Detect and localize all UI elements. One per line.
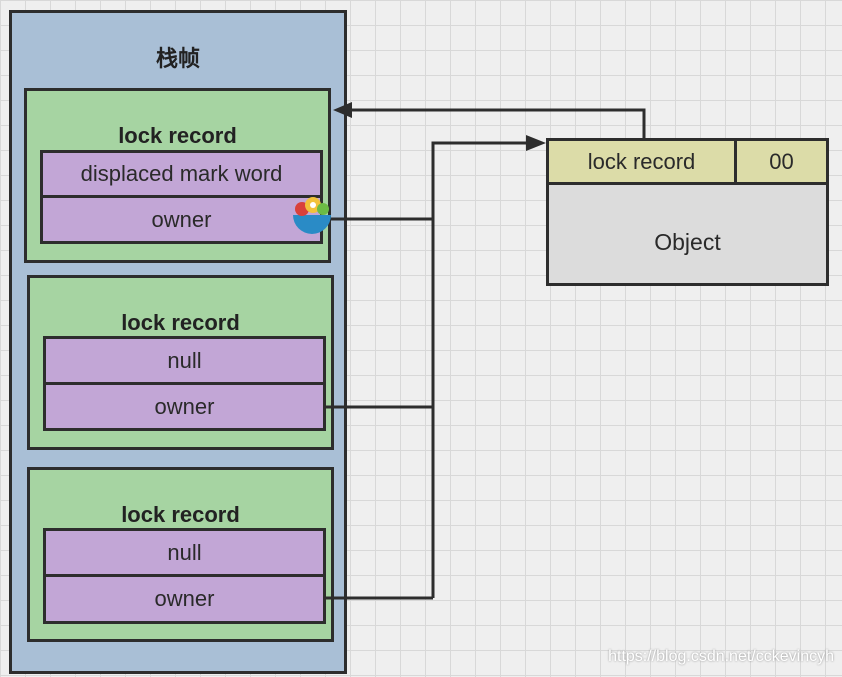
- lock-record-2-title: lock record: [121, 310, 240, 335]
- object-header-lock-record: lock record: [549, 141, 737, 182]
- arrowhead-to-object: [526, 135, 546, 151]
- lock-record-3: lock record null owner: [27, 467, 334, 642]
- object-box: lock record 00 Object: [546, 138, 829, 286]
- watermark-text: https://blog.csdn.net/cckevincyh: [608, 648, 834, 665]
- bowl-icon: [293, 197, 331, 234]
- owner-field-3: owner: [43, 574, 326, 624]
- null-field-2: null: [43, 336, 326, 385]
- null-field-3: null: [43, 528, 326, 577]
- displaced-mark-word-field: displaced mark word: [40, 150, 323, 198]
- object-header-bits: 00: [737, 141, 826, 182]
- arrowhead-to-record: [333, 102, 352, 118]
- object-label: Object: [654, 229, 721, 255]
- object-header: lock record 00: [549, 141, 826, 185]
- owner-field-1: owner: [40, 195, 323, 244]
- lock-record-1: lock record displaced mark word owner: [24, 88, 331, 263]
- lock-record-3-title: lock record: [121, 502, 240, 527]
- owners-trunk-line: [431, 141, 530, 598]
- object-to-record-connector: [344, 108, 646, 138]
- stack-frame-title: 栈帧: [155, 47, 200, 72]
- owner-field-2: owner: [43, 382, 326, 431]
- lock-record-2: lock record null owner: [27, 275, 334, 450]
- lock-record-1-title: lock record: [118, 123, 237, 148]
